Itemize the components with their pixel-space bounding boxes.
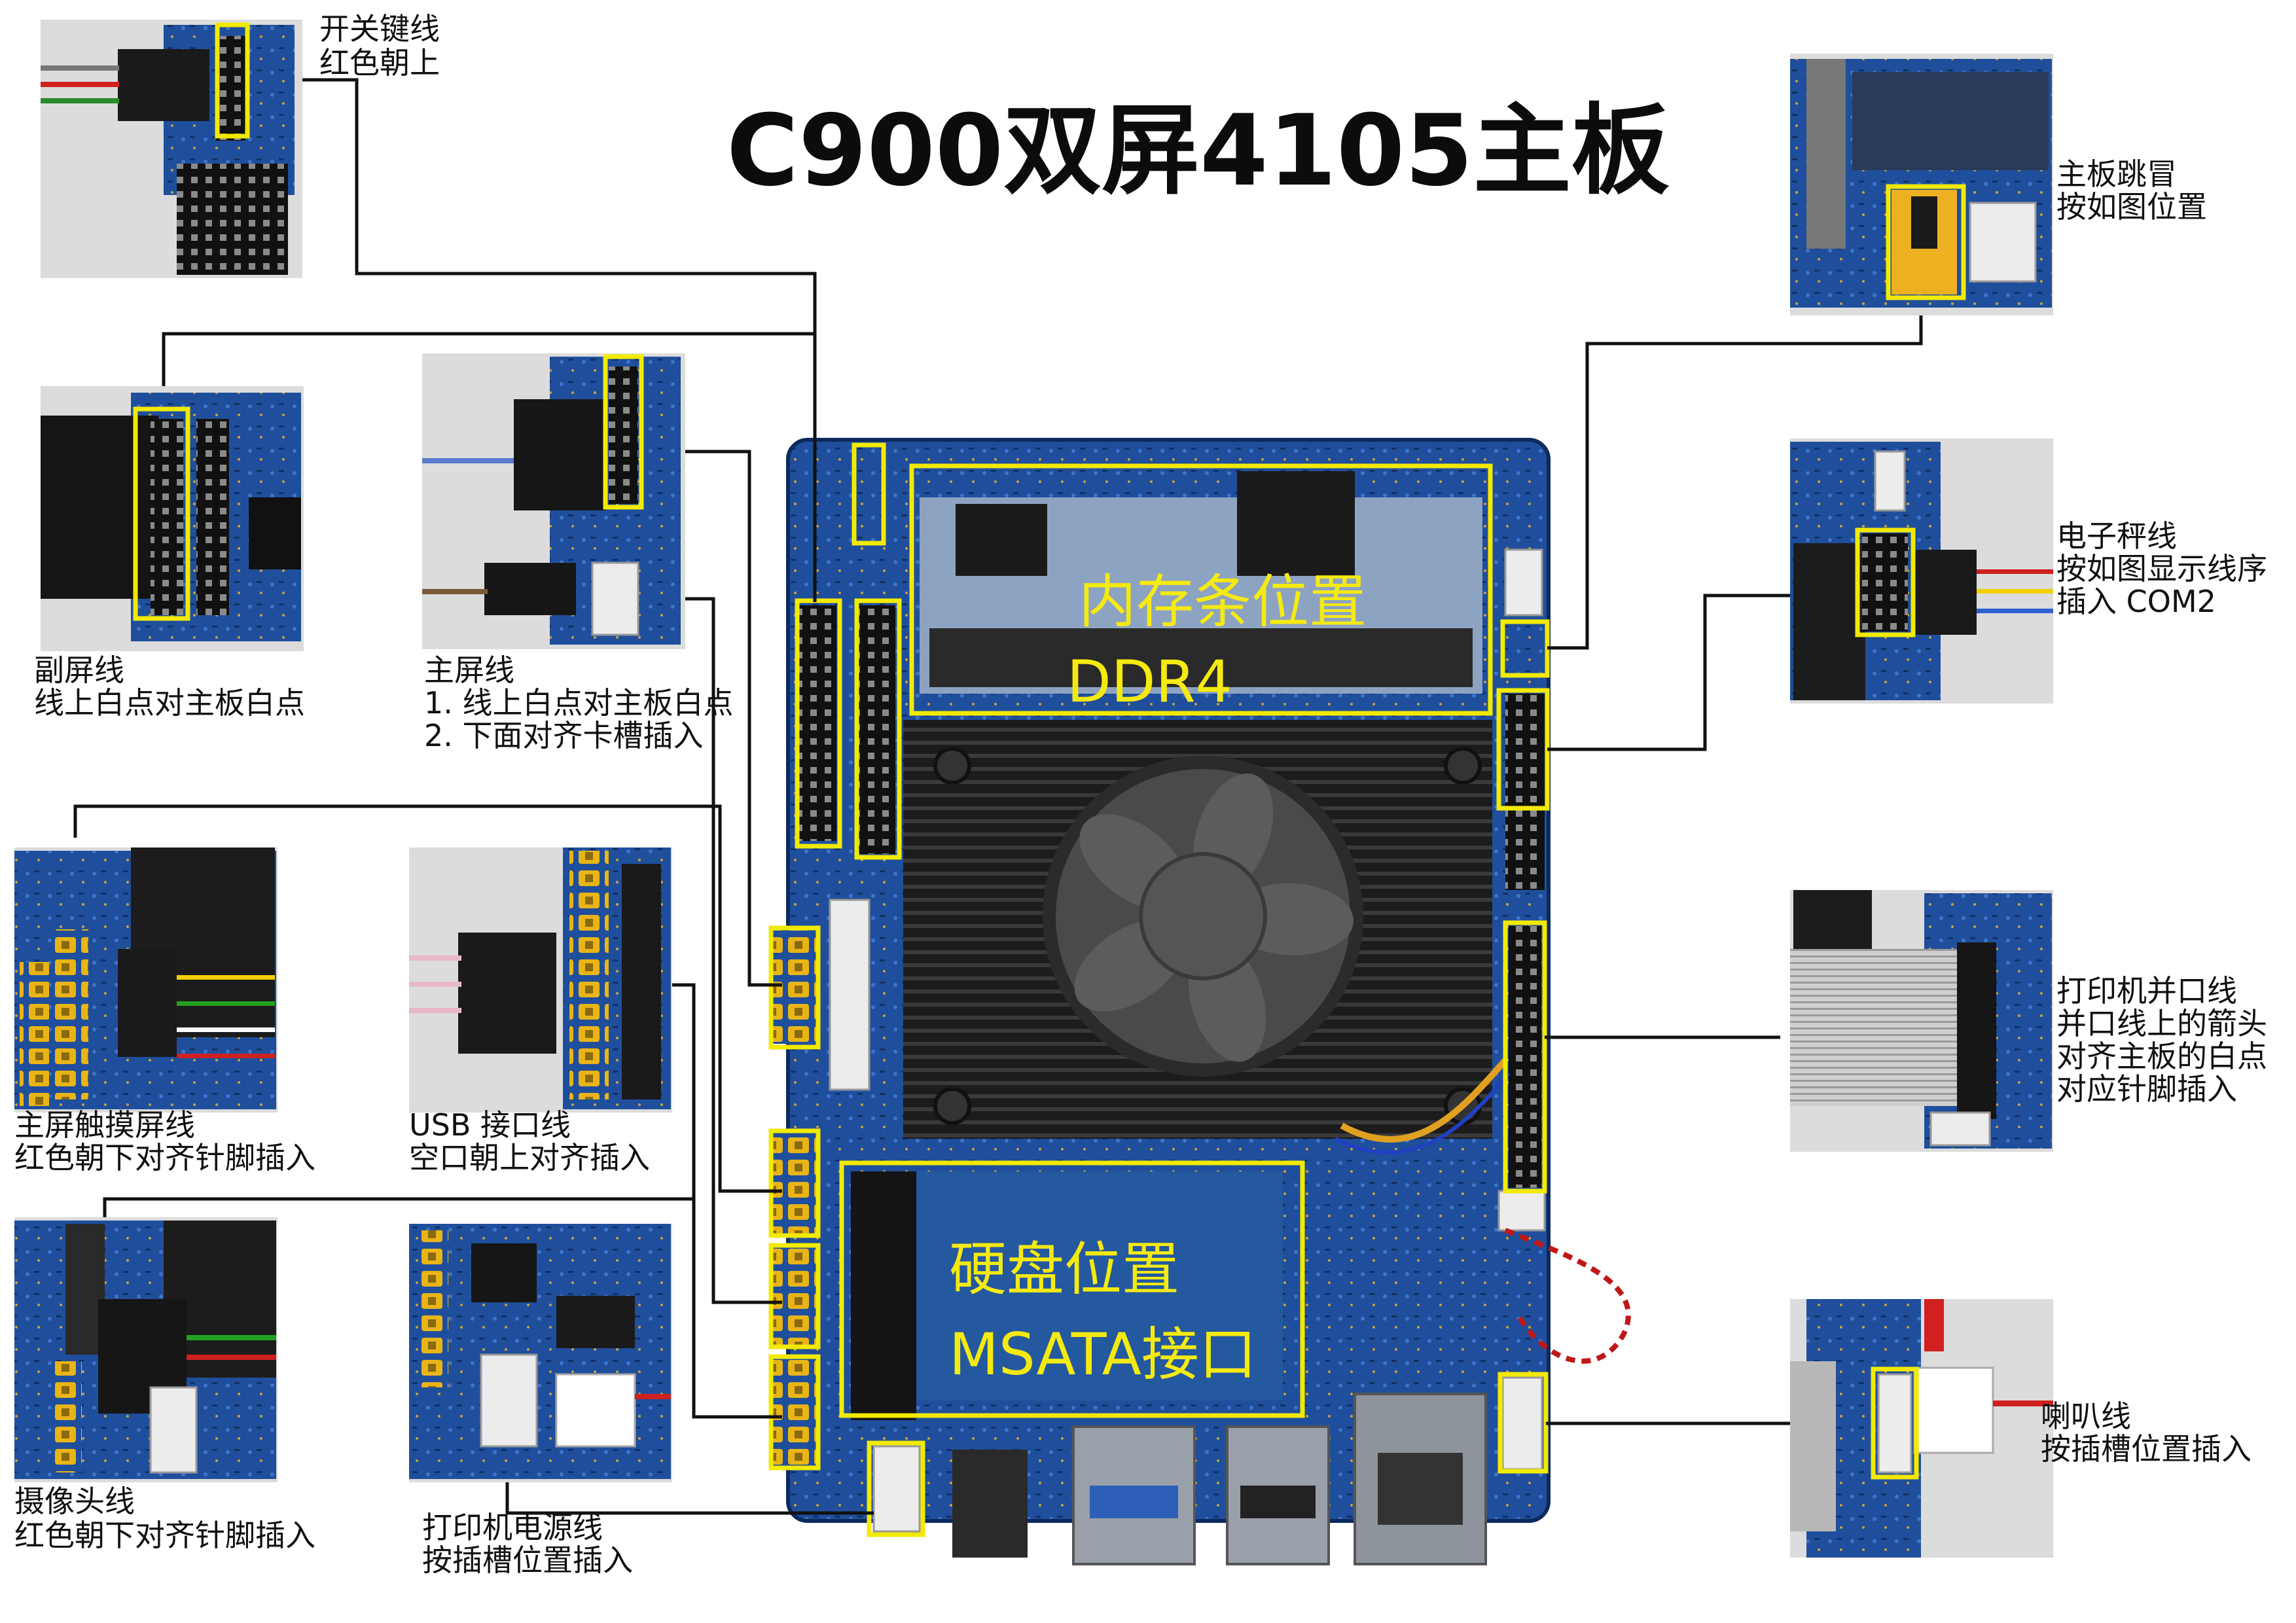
main-board — [771, 438, 1631, 1565]
callout-printer-power-line1: 打印机电源线 — [422, 1510, 603, 1545]
callout-printer-power: 打印机电源线 按插槽位置插入 — [422, 1510, 633, 1578]
callout-main-screen-line2: 1. 线上白点对主板白点 — [424, 685, 734, 721]
photo-scale — [1790, 438, 2053, 704]
callout-sub-screen: 副屏线 线上白点对主板白点 — [34, 652, 305, 721]
callout-parallel-line4: 对应针脚插入 — [2056, 1071, 2237, 1107]
callout-usb-line1: USB 接口线 — [409, 1107, 571, 1143]
callout-sub-screen-line1: 副屏线 — [34, 652, 124, 688]
callout-power-switch-line2: 红色朝上 — [319, 45, 440, 80]
photo-jumper — [1790, 54, 2053, 315]
disk-label-2: MSATA接口 — [949, 1321, 1257, 1388]
callout-scale-line1: 电子秤线 — [2056, 518, 2177, 554]
callout-parallel-line2: 并口线上的箭头 — [2056, 1006, 2267, 1041]
callout-power-switch-line1: 开关键线 — [319, 11, 440, 46]
callout-scale-line3: 插入 COM2 — [2056, 584, 2216, 619]
memory-label-1: 内存条位置 — [1079, 568, 1367, 635]
memory-label-2: DDR4 — [1067, 648, 1232, 715]
callout-main-screen-line3: 2. 下面对齐卡槽插入 — [424, 718, 704, 753]
callout-speaker: 喇叭线 按插槽位置插入 — [2041, 1399, 2251, 1467]
disk-label-1: 硬盘位置 — [949, 1236, 1179, 1303]
audio-jack — [952, 1450, 1028, 1558]
callout-usb-line2: 空口朝上对齐插入 — [409, 1140, 650, 1175]
photo-usb — [409, 847, 672, 1113]
callout-main-screen: 主屏线 1. 线上白点对主板白点 2. 下面对齐卡槽插入 — [424, 652, 734, 753]
callout-main-screen-line1: 主屏线 — [424, 652, 514, 688]
callout-parallel-line3: 对齐主板的白点 — [2056, 1039, 2267, 1074]
callout-camera: 摄像头线 红色朝下对齐针脚插入 — [14, 1484, 315, 1553]
callout-camera-line2: 红色朝下对齐针脚插入 — [14, 1518, 315, 1553]
callout-scale-line2: 按如图显示线序 — [2056, 551, 2267, 586]
photo-camera — [14, 1217, 278, 1482]
callout-touch-line2: 红色朝下对齐针脚插入 — [14, 1140, 315, 1175]
callout-printer-power-line2: 按插槽位置插入 — [422, 1543, 633, 1578]
cpu-fan — [1043, 756, 1363, 1077]
photo-touch — [14, 847, 278, 1113]
photo-printer-power — [409, 1224, 672, 1482]
callout-usb: USB 接口线 空口朝上对齐插入 — [409, 1107, 650, 1175]
callout-sub-screen-line2: 线上白点对主板白点 — [34, 685, 305, 721]
callout-camera-line1: 摄像头线 — [14, 1484, 135, 1519]
callout-scale: 电子秤线 按如图显示线序 插入 COM2 — [2056, 518, 2267, 619]
photo-main-screen — [422, 353, 685, 649]
callout-power-switch: 开关键线 红色朝上 — [319, 11, 440, 80]
callout-speaker-line1: 喇叭线 — [2041, 1399, 2131, 1434]
msata-slot — [851, 1171, 916, 1420]
callout-jumper-line2: 按如图位置 — [2056, 189, 2207, 224]
callout-speaker-line2: 按插槽位置插入 — [2041, 1431, 2251, 1467]
callout-touch-line1: 主屏触摸屏线 — [14, 1107, 195, 1143]
page-title: C900双屏4105主板 — [726, 94, 1670, 208]
callout-parallel-line1: 打印机并口线 — [2056, 973, 2237, 1008]
photo-speaker — [1790, 1299, 2053, 1558]
photo-parallel — [1790, 890, 2053, 1152]
callout-jumper-line1: 主板跳冒 — [2056, 156, 2177, 192]
callout-parallel: 打印机并口线 并口线上的箭头 对齐主板的白点 对应针脚插入 — [2056, 973, 2267, 1107]
callout-touch: 主屏触摸屏线 红色朝下对齐针脚插入 — [14, 1107, 315, 1175]
photo-power-switch — [41, 20, 302, 278]
callout-jumper: 主板跳冒 按如图位置 — [2056, 156, 2207, 224]
photo-sub-screen — [41, 386, 304, 651]
